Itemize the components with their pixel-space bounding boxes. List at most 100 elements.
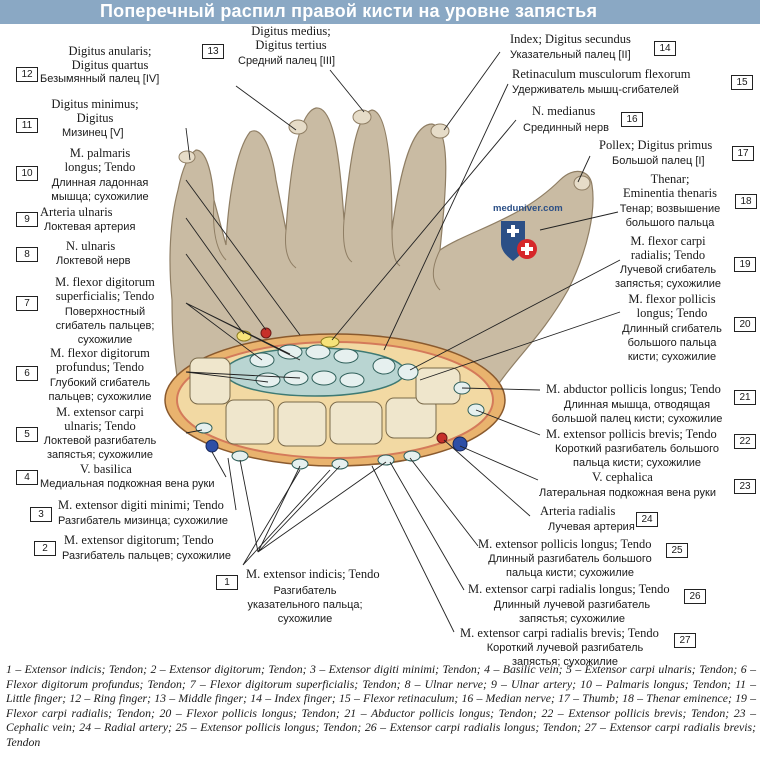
- label-number-4: 4: [16, 470, 38, 485]
- fingernail-ring: [288, 119, 308, 135]
- label-number-27: 27: [674, 633, 696, 648]
- label-number-22: 22: [734, 434, 756, 449]
- finger-crease-lines: [213, 199, 441, 291]
- label-12-russian: Безымянный палец [IV]: [40, 73, 160, 85]
- label-number-7: 7: [16, 296, 38, 311]
- extensor-tendons: [195, 381, 485, 470]
- tendon: [311, 370, 337, 386]
- label-18-latin: Thenar;Eminentia thenaris: [610, 172, 730, 200]
- label-19-russian-2: запястья; сухожилие: [615, 278, 721, 290]
- label-25-latin: M. extensor pollicis longus; Tendo: [478, 537, 652, 551]
- label-number-3: 3: [30, 507, 52, 522]
- fingernail-thumb: [573, 175, 591, 191]
- label-12-latin-1: Digitus anularis;: [68, 44, 152, 58]
- label-number-8: 8: [16, 247, 38, 262]
- label-16-latin: N. medianus: [532, 104, 596, 118]
- label-21-latin: M. abductor pollicis longus; Tendo: [546, 382, 721, 396]
- label-20-russian-2: большого пальца: [627, 337, 717, 349]
- tendon: [195, 422, 213, 434]
- label-11-latin-2: Digitus: [76, 111, 114, 125]
- label-15-russian: Удерживатель мышц-сгибателей: [512, 84, 679, 96]
- tendon: [333, 348, 359, 364]
- label-6-latin-2: profundus; Tendo: [55, 360, 145, 374]
- label-6-latin-1: M. flexor digitorum: [50, 346, 150, 360]
- label-7-latin-2: superficialis; Tendo: [55, 289, 155, 303]
- label-number-19: 19: [734, 257, 756, 272]
- label-22-latin: M. extensor pollicis brevis; Tendo: [546, 427, 717, 441]
- label-7-russian-2: сгибатель пальцев;: [55, 320, 155, 332]
- label-24-russian: Лучевая артерия: [548, 521, 635, 533]
- label-number-18: 18: [735, 194, 757, 209]
- label-2-russian: Разгибатель пальцев; сухожилие: [62, 550, 231, 562]
- label-8-latin: N. ulnaris: [66, 239, 116, 253]
- label-number-23: 23: [734, 479, 756, 494]
- label-number-16: 16: [621, 112, 643, 127]
- label-4-russian: Медиальная подкожная вена руки: [40, 478, 215, 490]
- label-11-latin-1: Digitus minimus;: [51, 97, 139, 111]
- label-11-latin: Digitus minimus;Digitus: [40, 97, 150, 125]
- label-7-latin-1: M. flexor digitorum: [55, 275, 155, 289]
- label-5-russian-1: Локтевой разгибатель: [43, 435, 157, 447]
- label-number-10: 10: [16, 166, 38, 181]
- label-19-latin-1: M. flexor carpi: [630, 234, 706, 248]
- carpal-bone: [277, 401, 327, 447]
- tendon: [291, 458, 309, 470]
- label-1-latin: M. extensor indicis; Tendo: [246, 567, 380, 581]
- watermark-logo: meduniver.com: [493, 203, 563, 265]
- tendon: [331, 458, 349, 470]
- label-5-latin-1: M. extensor carpi: [56, 405, 144, 419]
- label-18-latin-2: Eminentia thenaris: [622, 186, 718, 200]
- label-10-russian-2: мышца; сухожилие: [51, 191, 149, 203]
- label-13-latin-2: Digitus tertius: [255, 38, 327, 52]
- label-27-latin: M. extensor carpi radialis brevis; Tendo: [460, 626, 659, 640]
- label-18-russian-2: большого пальца: [625, 217, 715, 229]
- title-banner: Поперечный распил правой кисти на уровне…: [0, 0, 760, 24]
- label-7-russian-3: сухожилие: [77, 334, 133, 346]
- label-13-russian: Средний палец [III]: [238, 55, 336, 67]
- tendon: [255, 372, 281, 388]
- label-number-6: 6: [16, 366, 38, 381]
- watermark-text: meduniver.com: [493, 203, 563, 214]
- leader-lines: [185, 51, 621, 633]
- label-number-5: 5: [16, 427, 38, 442]
- label-25-russian: Длинный разгибатель большого пальца кисти…: [478, 552, 662, 580]
- label-13-latin: Digitus medius;Digitus tertius: [236, 24, 346, 52]
- carpal-bone: [415, 367, 461, 405]
- tendon: [377, 454, 395, 466]
- label-number-26: 26: [684, 589, 706, 604]
- label-number-1: 1: [216, 575, 238, 590]
- label-10-latin-1: M. palmaris: [69, 146, 131, 160]
- label-26-latin: M. extensor carpi radialis longus; Tendo: [468, 582, 670, 596]
- cephalic-vein: [452, 436, 468, 452]
- tendon: [403, 450, 421, 462]
- tendon: [339, 372, 365, 388]
- label-27-russian-1: Короткий лучевой разгибатель: [486, 642, 644, 654]
- flexor-tendons: [249, 344, 419, 388]
- label-17-latin: Pollex; Digitus primus: [599, 138, 713, 152]
- label-24-latin: Arteria radialis: [540, 504, 616, 518]
- label-25-russian-2: пальца кисти; сухожилие: [505, 567, 634, 579]
- label-20-latin-2: longus; Tendo: [636, 306, 708, 320]
- label-number-13: 13: [202, 44, 224, 59]
- label-number-17: 17: [732, 146, 754, 161]
- label-number-24: 24: [636, 512, 658, 527]
- ulnar-artery: [260, 327, 272, 339]
- carpal-bones: [189, 357, 461, 447]
- label-20-latin-1: M. flexor pollicis: [628, 292, 716, 306]
- label-26-russian-1: Длинный лучевой разгибатель: [493, 599, 651, 611]
- label-25-russian-1: Длинный разгибатель большого: [488, 553, 652, 565]
- label-19-latin-2: radialis; Tendo: [630, 248, 706, 262]
- label-22-russian-2: пальца кисти; сухожилие: [572, 457, 701, 469]
- label-number-25: 25: [666, 543, 688, 558]
- label-9-russian: Локтевая артерия: [44, 221, 136, 233]
- fingernail-middle: [352, 109, 372, 125]
